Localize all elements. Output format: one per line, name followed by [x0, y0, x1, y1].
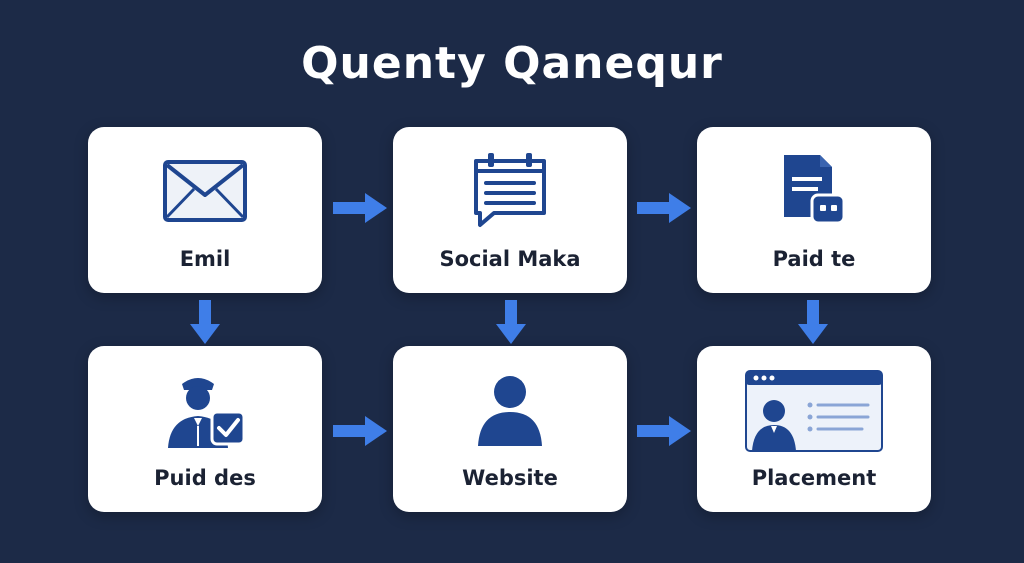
- node-label: Social Maka: [439, 247, 581, 271]
- node-card-website: Website: [393, 346, 627, 512]
- node-card-emil: Emil: [88, 127, 322, 293]
- node-card-placement: Placement: [697, 346, 931, 512]
- node-label: Paid te: [772, 247, 856, 271]
- node-label: Emil: [179, 247, 231, 271]
- envelope-icon: [88, 151, 322, 231]
- node-card-puid-des: Puid des: [88, 346, 322, 512]
- page-title: Quenty Qanequr: [301, 38, 723, 89]
- arrow-down-icon: [798, 300, 828, 344]
- arrow-down-icon: [190, 300, 220, 344]
- arrow-right-icon: [333, 193, 387, 223]
- node-card-social-maka: Social Maka: [393, 127, 627, 293]
- arrow-right-icon: [637, 416, 691, 446]
- arrow-down-icon: [496, 300, 526, 344]
- arrow-right-icon: [637, 193, 691, 223]
- node-label: Placement: [751, 466, 877, 490]
- arrow-right-icon: [333, 416, 387, 446]
- user-icon: [393, 370, 627, 450]
- browser-profile-icon: [697, 370, 931, 452]
- node-card-paid-te: Paid te: [697, 127, 931, 293]
- node-label: Puid des: [154, 466, 256, 490]
- notepad-chat-icon: [393, 151, 627, 231]
- node-label: Website: [462, 466, 558, 490]
- officer-checkbox-icon: [88, 370, 322, 450]
- document-chat-icon: [697, 151, 931, 231]
